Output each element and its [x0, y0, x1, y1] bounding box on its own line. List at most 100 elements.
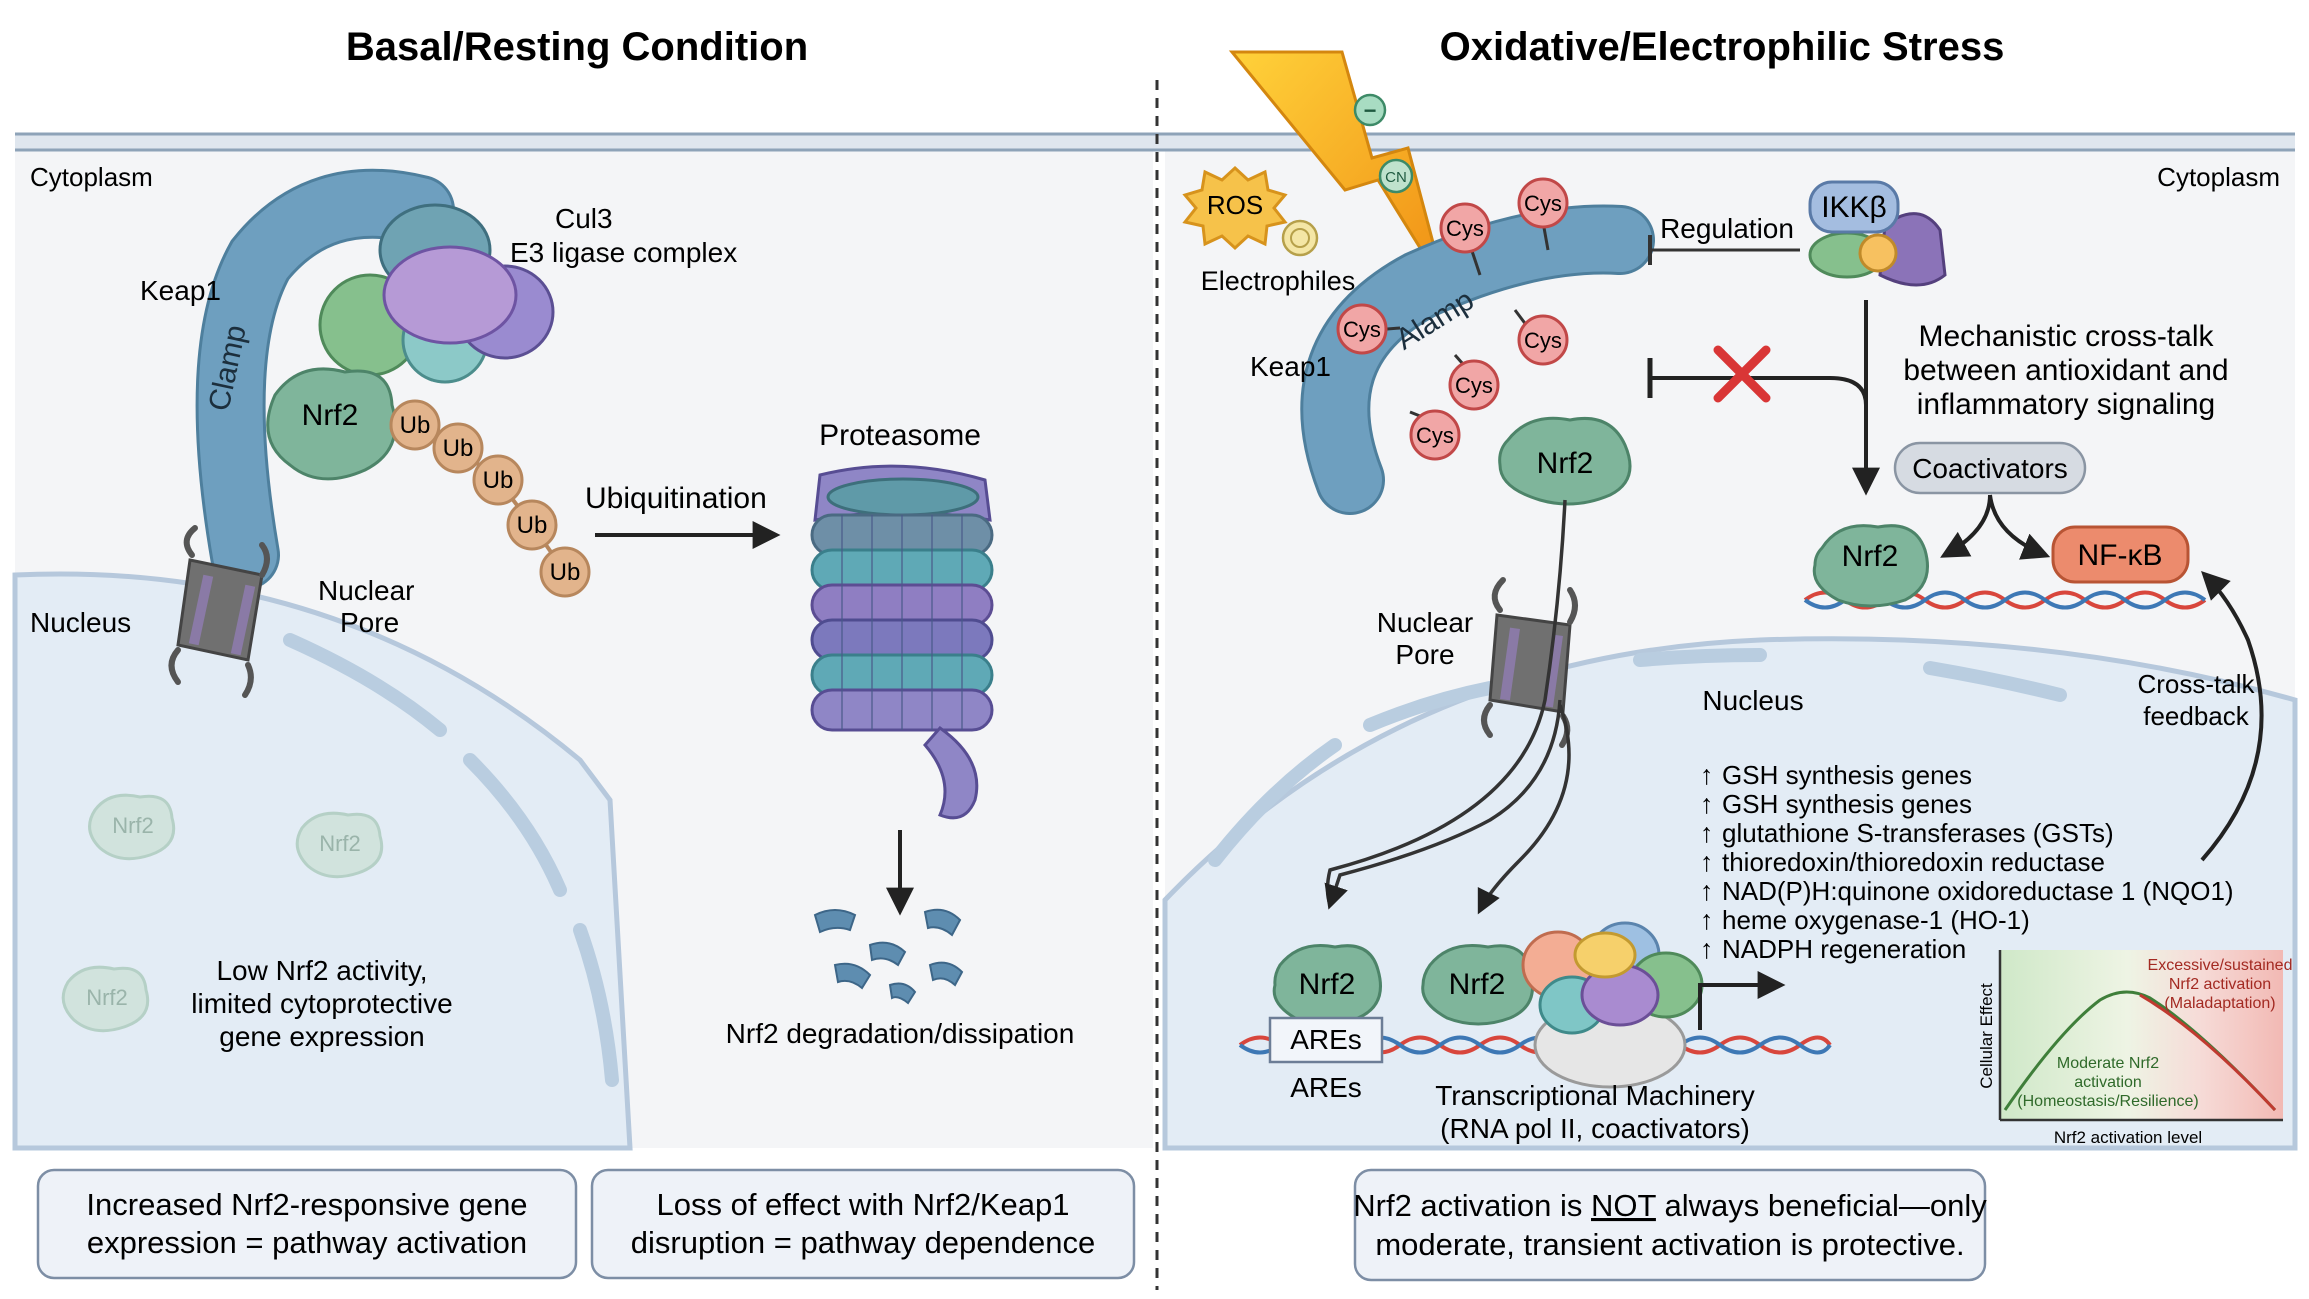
gene-item: ↑ glutathione S-transferases (GSTs)	[1700, 818, 2114, 848]
caveat-line-2: moderate, transient activation is protec…	[1375, 1227, 1964, 1262]
ros-star-icon	[1182, 165, 1288, 251]
caveat-not-emphasis: NOT	[1591, 1188, 1657, 1223]
inset-mid-line-2: activation	[2074, 1074, 2142, 1091]
cys-label: Cys	[1343, 317, 1381, 342]
ub-label: Ub	[517, 512, 548, 539]
gene-label: NADPH regeneration	[1722, 934, 1966, 964]
left-nuclear-pore-label-2: Pore	[340, 607, 399, 638]
right-nuclear-pore-label-2: Pore	[1395, 639, 1454, 670]
left-nuclear-envelope-segments	[283, 633, 619, 1087]
faded-nrf2-label: Nrf2	[86, 985, 128, 1010]
gene-label: glutathione S-transferases (GSTs)	[1722, 818, 2114, 848]
up-arrow-icon: ↑	[1700, 876, 1714, 906]
inset-high-line-3: (Maladaptation)	[2164, 995, 2275, 1012]
inset-mid-line-3: (Homeostasis/Resilience)	[2017, 1093, 2198, 1110]
left-keap1	[198, 171, 452, 587]
crosstalk-line-1: Mechanistic cross-talk	[1918, 320, 2214, 353]
ubiquitination-label: Ubiquitination	[585, 482, 767, 515]
inset-xlabel: Nrf2 activation level	[2054, 1128, 2202, 1147]
left-keap1-label: Keap1	[140, 275, 221, 306]
cul3-complex	[318, 203, 555, 384]
regulation-label: Regulation	[1660, 213, 1794, 244]
pathway-activation-box	[36, 1168, 578, 1280]
left-panel-title: Basal/Resting Condition	[346, 25, 808, 69]
nrf2-at-ares-label: Nrf2	[1299, 968, 1356, 1001]
inset-mid-line-1: Moderate Nrf2	[2057, 1055, 2159, 1072]
e3-ligase-label: E3 ligase complex	[510, 237, 737, 268]
cys-label: Cys	[1524, 191, 1562, 216]
left-cytoplasm-label: Cytoplasm	[30, 162, 153, 192]
ares-label: AREs	[1290, 1072, 1362, 1103]
pathway-dependence-line-1: Loss of effect with Nrf2/Keap1	[657, 1187, 1070, 1222]
nrf2-fragments	[813, 908, 964, 1005]
gene-item: ↑ GSH synthesis genes	[1700, 760, 1972, 790]
right-nrf2-free-label: Nrf2	[1537, 447, 1594, 480]
caveat-pre: Nrf2 activation is	[1353, 1188, 1591, 1223]
inset-high-line-2: Nrf2 activation	[2169, 976, 2271, 993]
coactivators-label: Coactivators	[1912, 453, 2068, 484]
nfkb-label: NF-κB	[2078, 539, 2163, 572]
low-activity-line-1: Low Nrf2 activity,	[216, 955, 427, 986]
nrf2-hormesis-inset-chart: Cellular Effect Nrf2 activation level Ex…	[1977, 950, 2292, 1147]
left-nrf2-label: Nrf2	[302, 399, 359, 432]
gene-item: ↑ NADPH regeneration	[1700, 934, 1966, 964]
electrophiles-label: Electrophiles	[1201, 266, 1356, 296]
inset-curve-red	[2139, 993, 2277, 1112]
faded-nrf2-labels: Nrf2 Nrf2 Nrf2	[86, 813, 361, 1010]
up-arrow-icon: ↑	[1700, 760, 1714, 790]
up-arrow-icon: ↑	[1700, 818, 1714, 848]
nrf2-to-are-arrow	[1324, 699, 1562, 910]
low-activity-line-2: limited cytoprotective	[191, 988, 452, 1019]
nfkb-pill	[2051, 525, 2190, 584]
caveat-line-1: Nrf2 activation is NOT always beneficial…	[1353, 1188, 1987, 1223]
ikkb-label: IKKβ	[1821, 191, 1887, 224]
right-nuclear-pore-label-1: Nuclear	[1377, 607, 1473, 638]
ub-label: Ub	[483, 467, 514, 494]
gene-label: NAD(P)H:quinone oxidoreductase 1 (NQO1)	[1722, 876, 2234, 906]
inset-high-line-1: Excessive/sustained	[2148, 957, 2293, 974]
faded-nrf2-label: Nrf2	[319, 831, 361, 856]
nrf2-at-transcription-label: Nrf2	[1449, 968, 1506, 1001]
right-keap1	[1303, 207, 1652, 512]
feedback-line-2: feedback	[2143, 701, 2250, 731]
up-arrow-icon: ↑	[1700, 847, 1714, 877]
target-gene-list: ↑ GSH synthesis genes ↑ GSH synthesis ge…	[1700, 760, 2234, 964]
gene-item: ↑ GSH synthesis genes	[1700, 789, 1972, 819]
electrophile-ring-icon	[1290, 228, 1310, 248]
right-nrf2-free	[1498, 416, 1632, 506]
cyanide-molecule-icon	[1378, 158, 1414, 194]
gene-label: GSH synthesis genes	[1722, 760, 1972, 790]
nrf2-to-transcription-arrow	[1477, 704, 1571, 915]
gene-item: ↑ thioredoxin/thioredoxin reductase	[1700, 847, 2105, 877]
ubiquitin-chain	[389, 399, 591, 598]
anion-molecule-icon	[1353, 93, 1387, 127]
pathway-dependence-line-2: disruption = pathway dependence	[631, 1225, 1096, 1260]
transcription-start-arrow	[1698, 971, 1786, 1030]
crosstalk-feedback-arrow	[2200, 571, 2264, 862]
crosstalk-line-3: inflammatory signaling	[1917, 388, 2215, 421]
low-activity-line-3: gene expression	[219, 1021, 424, 1052]
cys-label: Cys	[1524, 328, 1562, 353]
pathway-activation-line-1: Increased Nrf2-responsive gene	[86, 1187, 527, 1222]
up-arrow-icon: ↑	[1700, 905, 1714, 935]
nrf2-at-transcription	[1421, 943, 1534, 1026]
right-cytoplasm-label: Cytoplasm	[2157, 162, 2280, 192]
ares-box	[1268, 1016, 1384, 1064]
ikkb-complex	[1808, 180, 1947, 287]
left-nuclear-pore	[168, 525, 270, 698]
coactivators-to-nfkb-arrow	[1988, 494, 2051, 560]
right-nuclear-pore	[1481, 577, 1578, 748]
crosstalk-line-2: between antioxidant and	[1903, 354, 2228, 387]
right-keap1-label: Keap1	[1250, 351, 1331, 382]
gene-item: ↑ NAD(P)H:quinone oxidoreductase 1 (NQO1…	[1700, 876, 2234, 906]
cys-labels: Cys Cys Cys Cys Cys Cys	[1343, 191, 1562, 448]
nrf2-on-dna-label: Nrf2	[1842, 540, 1899, 573]
cys-residues	[1336, 177, 1569, 461]
gene-item: ↑ heme oxygenase-1 (HO-1)	[1700, 905, 2030, 935]
cys-label: Cys	[1446, 216, 1484, 241]
mechanistic-crosstalk-text: Mechanistic cross-talk between antioxida…	[1903, 320, 2228, 421]
inset-chart-background	[2000, 950, 2283, 1120]
inhibition-blocked-x-icon	[1713, 345, 1771, 403]
